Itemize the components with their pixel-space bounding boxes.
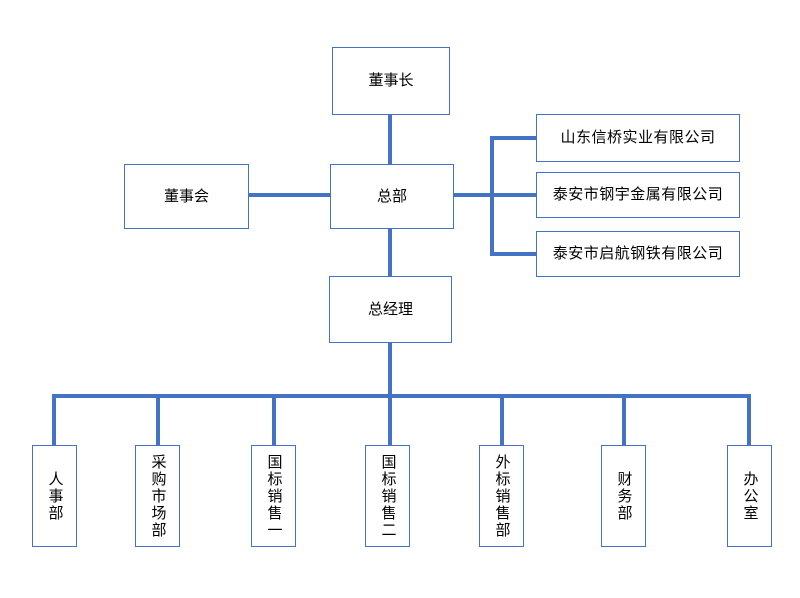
node-chairman: 董事长: [332, 47, 450, 115]
connector-board-hq: [249, 193, 330, 197]
dept-gb-sales-1: 国标销售一: [251, 445, 296, 547]
company-shandong-xinqiao: 山东信桥实业有限公司: [536, 114, 740, 162]
connector-bus-dept3: [272, 394, 276, 445]
company-taian-qihang: 泰安市启航钢铁有限公司: [536, 231, 740, 277]
connector-dept-bus: [52, 394, 751, 398]
dept-procurement-marketing: 采购市场部: [135, 445, 180, 547]
connector-company-trunk: [490, 136, 494, 256]
dept-office: 办公室: [727, 445, 772, 547]
connector-bus-dept1: [52, 394, 56, 445]
node-headquarters: 总部: [330, 164, 454, 229]
connector-bus-dept2: [156, 394, 160, 445]
node-board: 董事会: [124, 164, 249, 229]
connector-hq-gm: [388, 229, 392, 276]
connector-bus-dept6: [622, 394, 626, 445]
dept-external-sales: 外标销售部: [479, 445, 524, 547]
connector-bus-dept7: [747, 394, 751, 445]
connector-hq-company2: [454, 193, 536, 197]
connector-bus-dept5: [500, 394, 504, 445]
connector-chairman-hq: [388, 115, 392, 164]
connector-trunk-company3: [490, 252, 536, 256]
dept-finance: 财务部: [601, 445, 646, 547]
connector-trunk-company1: [490, 136, 536, 140]
node-general-manager: 总经理: [329, 276, 452, 343]
dept-gb-sales-2: 国标销售二: [365, 445, 410, 547]
dept-hr: 人事部: [32, 445, 77, 547]
company-taian-gangyu: 泰安市钢宇金属有限公司: [536, 172, 740, 218]
